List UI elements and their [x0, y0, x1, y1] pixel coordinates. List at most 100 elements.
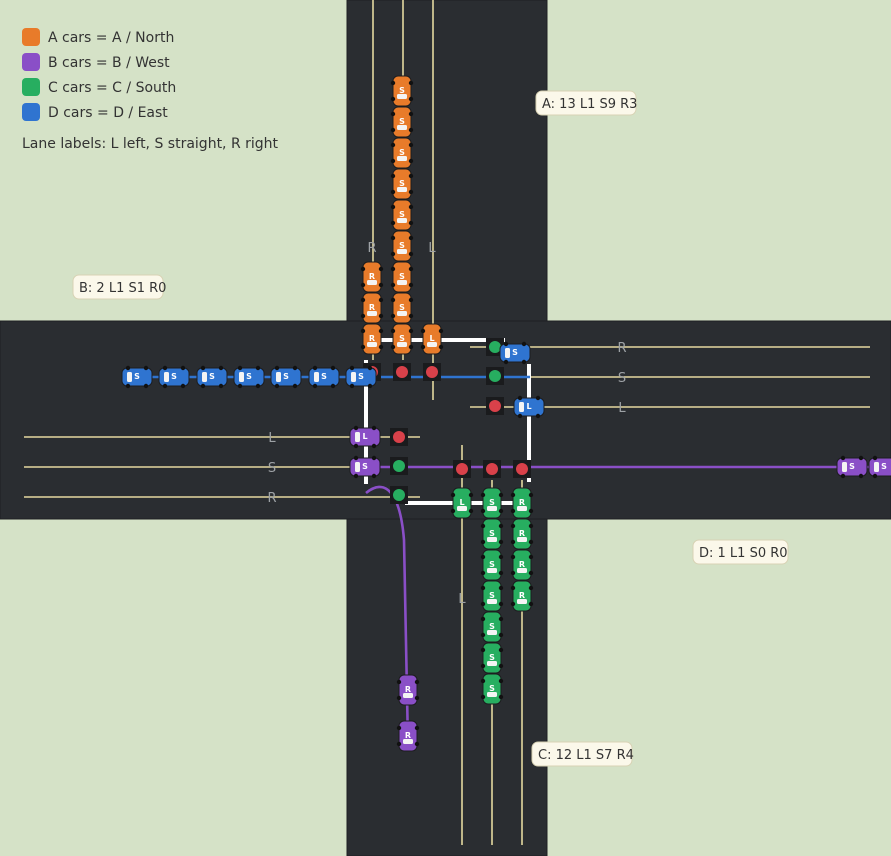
svg-text:S: S — [399, 210, 405, 219]
svg-text:S: S — [134, 372, 140, 381]
svg-text:S: S — [246, 372, 252, 381]
svg-text:S: S — [399, 241, 405, 250]
car-c-2: S — [480, 518, 504, 550]
svg-text:S: S — [512, 348, 518, 357]
car-c-8: R — [510, 487, 534, 519]
legend-swatch-c — [22, 78, 40, 96]
svg-text:S: S — [399, 117, 405, 126]
legend-label-c: C cars = C / South — [48, 80, 176, 96]
svg-text:S: S — [171, 372, 177, 381]
car-a-3: S — [390, 230, 414, 262]
car-a-9: R — [360, 323, 384, 355]
legend-swatch-d — [22, 103, 40, 121]
signal-b-2 — [390, 486, 408, 504]
car-a-7: S — [390, 106, 414, 138]
lane-label-d-straight: S — [618, 371, 626, 386]
svg-text:S: S — [399, 303, 405, 312]
summary-box-b — [72, 274, 164, 300]
signal-d-1 — [486, 367, 504, 385]
moving-car-5: S — [158, 365, 190, 389]
lane-label-c-left: L — [458, 592, 466, 607]
moving-car-2: R — [396, 674, 420, 706]
moving-car-3: R — [396, 720, 420, 752]
car-a-0: S — [390, 323, 414, 355]
car-a-6: S — [390, 137, 414, 169]
svg-text:S: S — [489, 591, 495, 600]
svg-text:L: L — [362, 432, 367, 441]
svg-text:R: R — [369, 303, 375, 312]
summary-box-c — [531, 741, 633, 767]
car-c-7: S — [480, 673, 504, 705]
svg-text:R: R — [369, 334, 375, 343]
car-c-5: S — [480, 611, 504, 643]
car-c-4: S — [480, 580, 504, 612]
lane-label-d-right: R — [617, 341, 626, 356]
svg-text:S: S — [489, 684, 495, 693]
moving-car-10: S — [345, 365, 377, 389]
car-a-10: R — [360, 292, 384, 324]
svg-text:R: R — [519, 498, 525, 507]
svg-text:S: S — [881, 462, 887, 471]
legend-label-d: D cars = D / East — [48, 105, 168, 121]
moving-car-6: S — [196, 365, 228, 389]
summary-d: D: 1 L1 S0 R0 — [699, 546, 788, 561]
svg-text:S: S — [362, 462, 368, 471]
car-a-4: S — [390, 199, 414, 231]
svg-text:R: R — [369, 272, 375, 281]
car-a-2: S — [390, 261, 414, 293]
signal-d-2 — [486, 397, 504, 415]
legend: A cars = A / North B cars = B / West C c… — [22, 28, 279, 152]
svg-text:R: R — [519, 529, 525, 538]
moving-car-0: S — [836, 455, 868, 479]
lane-label-d-left: L — [618, 401, 626, 416]
svg-text:S: S — [283, 372, 289, 381]
legend-label-b: B cars = B / West — [48, 55, 170, 71]
signal-b-0 — [390, 428, 408, 446]
svg-text:S: S — [489, 560, 495, 569]
car-a-1: S — [390, 292, 414, 324]
svg-text:R: R — [405, 685, 411, 694]
svg-text:S: S — [399, 272, 405, 281]
legend-swatch-b — [22, 53, 40, 71]
car-a-5: S — [390, 168, 414, 200]
car-c-9: R — [510, 518, 534, 550]
moving-car-7: S — [233, 365, 265, 389]
car-a-11: R — [360, 261, 384, 293]
lane-label-b-straight: S — [268, 461, 276, 476]
svg-text:L: L — [526, 402, 531, 411]
lane-label-a-left: L — [428, 241, 436, 256]
signal-b-1 — [390, 457, 408, 475]
east-west-road — [0, 320, 891, 520]
svg-text:L: L — [429, 334, 434, 343]
svg-text:S: S — [489, 498, 495, 507]
svg-text:S: S — [209, 372, 215, 381]
car-b-0: L — [349, 425, 381, 449]
car-c-10: R — [510, 549, 534, 581]
signal-a-1 — [393, 363, 411, 381]
lane-label-b-left: L — [268, 431, 276, 446]
car-a-8: S — [390, 75, 414, 107]
car-a-12: L — [420, 323, 444, 355]
svg-text:S: S — [321, 372, 327, 381]
svg-text:S: S — [399, 86, 405, 95]
car-c-3: S — [480, 549, 504, 581]
signal-c-0 — [453, 460, 471, 478]
svg-text:R: R — [519, 591, 525, 600]
summary-box-d — [692, 539, 789, 565]
moving-car-8: S — [270, 365, 302, 389]
summary-box-a — [535, 90, 637, 116]
summary-b: B: 2 L1 S1 R0 — [79, 281, 166, 296]
svg-text:L: L — [459, 498, 464, 507]
svg-text:S: S — [489, 653, 495, 662]
svg-text:S: S — [399, 179, 405, 188]
lane-label-b-right: R — [267, 491, 276, 506]
svg-text:S: S — [849, 462, 855, 471]
legend-swatch-a — [22, 28, 40, 46]
signal-c-1 — [483, 460, 501, 478]
moving-car-1: S — [868, 455, 891, 479]
car-c-11: R — [510, 580, 534, 612]
car-c-1: S — [480, 487, 504, 519]
lane-label-a-right: R — [367, 241, 376, 256]
